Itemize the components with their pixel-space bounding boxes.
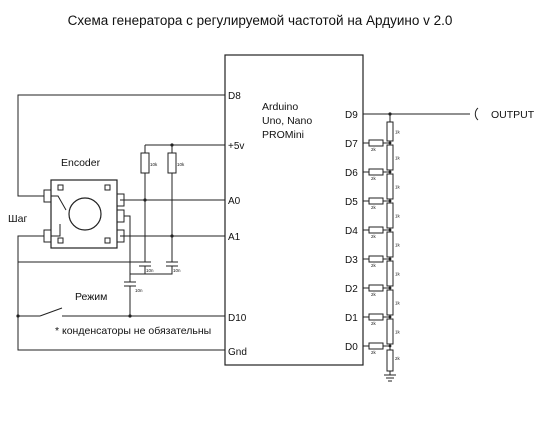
wire-encoder-common bbox=[124, 215, 131, 262]
ladder-shunt-resistor-d3 bbox=[368, 255, 384, 263]
pin-label-d1: D1 bbox=[345, 313, 358, 324]
output-label: OUTPUT bbox=[491, 109, 535, 121]
pin-label-d7: D7 bbox=[345, 139, 358, 150]
ladder-shunt-label-d1: 2k bbox=[371, 321, 377, 326]
encoder-corner-3 bbox=[57, 237, 64, 244]
pin-label-d6: D6 bbox=[345, 168, 358, 179]
encoder-pin-right-b bbox=[116, 229, 125, 243]
wire-5v-drops bbox=[144, 145, 173, 153]
pin-label-d2: D2 bbox=[345, 284, 358, 295]
wire-encoder-left-ground bbox=[17, 235, 140, 263]
ladder-shunt-resistor-d1 bbox=[368, 313, 384, 321]
capacitor-d10 bbox=[124, 262, 136, 316]
ladder-series-resistor-d4 bbox=[386, 202, 394, 229]
encoder-corner-2 bbox=[104, 184, 111, 191]
pin-label-d0: D0 bbox=[345, 342, 358, 353]
capacitor-a0 bbox=[139, 261, 151, 267]
encoder-pin-left-2 bbox=[43, 229, 52, 243]
ladder-series-resistor-d5 bbox=[386, 173, 394, 200]
ladder-shunt-label-d7: 2k bbox=[371, 147, 377, 152]
encoder-corner-1 bbox=[57, 184, 64, 191]
ladder-series-resistor-d7 bbox=[386, 121, 394, 142]
ladder-series-resistor-d1 bbox=[386, 289, 394, 316]
step-label: Шаг bbox=[8, 213, 27, 225]
mode-label: Режим bbox=[75, 291, 107, 303]
pullup-resistor-a1-label: 10k bbox=[177, 162, 185, 167]
wire-d8 bbox=[17, 94, 225, 197]
encoder-label: Encoder bbox=[61, 157, 101, 169]
ladder-shunt-label-d3: 2k bbox=[371, 263, 377, 268]
capacitors-note: * конденсаторы не обязательны bbox=[55, 325, 211, 337]
pullup-resistor-a0-label: 10k bbox=[150, 162, 158, 167]
ground-symbol bbox=[384, 374, 396, 382]
pullup-resistor-a1 bbox=[167, 152, 177, 174]
ladder-series-label-d7: 1k bbox=[395, 130, 401, 135]
encoder-pin-right-a bbox=[116, 193, 125, 207]
ladder-series-label-d4: 1k bbox=[395, 214, 401, 219]
pin-label-d8: D8 bbox=[228, 91, 241, 102]
pin-label-a0: A0 bbox=[228, 196, 241, 207]
encoder-pin-left-1 bbox=[43, 189, 52, 203]
ladder-series-resistor-d2 bbox=[386, 260, 394, 287]
encoder-switch bbox=[51, 195, 67, 237]
encoder-knob bbox=[68, 197, 102, 231]
ladder-shunt-resistor-d7 bbox=[368, 139, 384, 147]
ladder-shunt-label-d0: 2k bbox=[371, 350, 377, 355]
ladder-shunt-resistor-d5 bbox=[368, 197, 384, 205]
ladder-shunt-label-d6: 2k bbox=[371, 176, 377, 181]
ladder-series-label-d0: 1k bbox=[395, 330, 401, 335]
junction-a1 bbox=[170, 234, 174, 238]
pin-label-d3: D3 bbox=[345, 255, 358, 266]
arduino-name-line-2: Uno, Nano bbox=[262, 115, 312, 127]
ladder-series-label-d5: 1k bbox=[395, 185, 401, 190]
capacitor-a1-label: 10n bbox=[173, 268, 181, 273]
ladder-shunt-resistor-d0 bbox=[368, 342, 384, 350]
wire-pullup-verticals bbox=[144, 173, 173, 262]
capacitor-a0-label: 10n bbox=[146, 268, 154, 273]
ladder-shunt-label-d2: 2k bbox=[371, 292, 377, 297]
r2r-ladder: 1k 2k 1k 2k 1k 2k 1k 2k 1k 2k 1k 2k 1k 2k 1k 2k 2k bbox=[363, 120, 401, 382]
ladder-shunt-label-d5: 2k bbox=[371, 205, 377, 210]
ladder-series-label-d3: 1k bbox=[395, 243, 401, 248]
encoder-corner-4 bbox=[104, 237, 111, 244]
pin-label-d4: D4 bbox=[345, 226, 358, 237]
ladder-shunt-resistor-d4 bbox=[368, 226, 384, 234]
pin-label-a1: A1 bbox=[228, 232, 241, 243]
pullup-resistor-a0 bbox=[140, 152, 150, 174]
pin-label-d5: D5 bbox=[345, 197, 358, 208]
ladder-shunt-resistor-d6 bbox=[368, 168, 384, 176]
ladder-series-resistor-d3 bbox=[386, 231, 394, 258]
mode-button-switch bbox=[18, 307, 225, 317]
junction-d10 bbox=[128, 314, 132, 318]
encoder-pin-right-c bbox=[116, 209, 125, 223]
ladder-series-label-d1: 1k bbox=[395, 301, 401, 306]
ladder-terminating-resistor bbox=[386, 349, 394, 372]
ladder-series-label-d2: 1k bbox=[395, 272, 401, 277]
pin-label-d9: D9 bbox=[345, 110, 358, 121]
wire-caps-bottom bbox=[130, 266, 173, 275]
capacitor-a1 bbox=[166, 261, 178, 267]
ladder-series-resistor-d0 bbox=[386, 318, 394, 345]
diagram-title: Схема генератора с регулируемой частотой… bbox=[68, 13, 453, 28]
ladder-series-resistor-d6 bbox=[386, 144, 394, 171]
ladder-shunt-resistor-d2 bbox=[368, 284, 384, 292]
pin-label-5v: +5v bbox=[228, 141, 244, 152]
pin-label-gnd: Gnd bbox=[228, 347, 247, 358]
wire-ground-rail bbox=[17, 262, 225, 351]
ladder-terminating-label: 2k bbox=[395, 356, 401, 361]
arduino-name-line-1: Arduino bbox=[262, 101, 298, 113]
arduino-name-line-3: PROMini bbox=[262, 129, 304, 141]
pin-label-d10: D10 bbox=[228, 313, 247, 324]
ladder-series-label-d6: 1k bbox=[395, 156, 401, 161]
capacitor-d10-label: 10n bbox=[135, 288, 143, 293]
junction-a0 bbox=[143, 198, 147, 202]
output-connector bbox=[474, 107, 479, 121]
arduino-board bbox=[224, 54, 364, 366]
ladder-shunt-label-d4: 2k bbox=[371, 234, 377, 239]
